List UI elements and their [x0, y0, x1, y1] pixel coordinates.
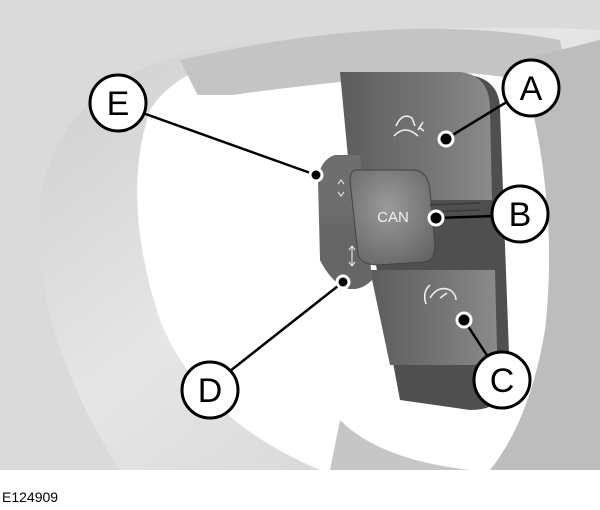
callout-e: E	[88, 73, 148, 133]
callout-d: D	[180, 360, 240, 420]
cruise-set-icon	[393, 115, 425, 137]
svg-text:B: B	[509, 196, 532, 234]
wheel-rim	[0, 0, 600, 470]
svg-text:A: A	[520, 70, 543, 108]
callout-a: A	[501, 58, 561, 118]
svg-text:C: C	[490, 362, 515, 400]
callout-c: C	[472, 350, 532, 410]
cruise-resume-button[interactable]	[370, 270, 497, 365]
figure-id: E124909	[2, 489, 59, 505]
cruise-set-button[interactable]	[340, 72, 492, 200]
cancel-button-label: CAN	[377, 209, 409, 226]
svg-text:E: E	[107, 85, 130, 123]
callout-dots	[308, 130, 473, 329]
callout-b: B	[490, 184, 550, 244]
up-down-arrow-icon	[348, 245, 356, 267]
cruise-resume-icon	[423, 284, 457, 305]
svg-text:D: D	[198, 372, 223, 410]
up-down-arrow-icon	[337, 179, 345, 197]
